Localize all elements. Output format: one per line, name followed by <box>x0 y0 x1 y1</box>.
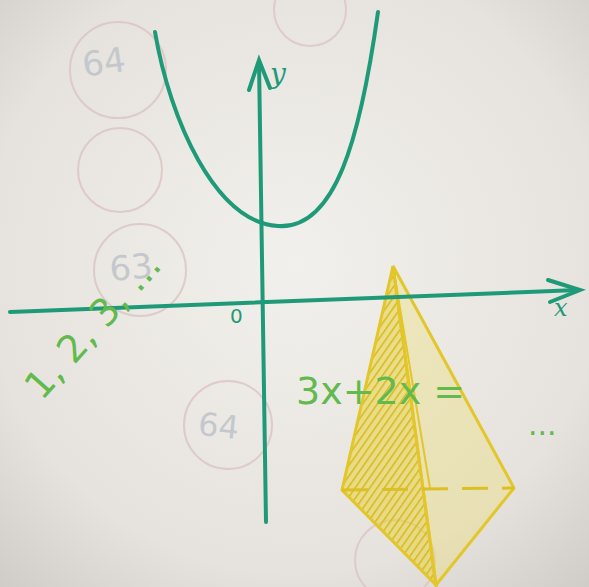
coordinate-axes <box>10 60 580 522</box>
ghost-number: 64 <box>197 408 241 444</box>
axis-label: y <box>270 60 286 88</box>
ghost-number: 64 <box>80 42 128 82</box>
number-sequence: 1, 2, 3, ... <box>18 245 168 405</box>
parabola-curve <box>155 12 378 226</box>
axis-label: x <box>554 296 568 320</box>
pyramid-sketch <box>342 266 514 585</box>
origin-label: 0 <box>230 306 243 326</box>
math-expression: 3x+2x = <box>296 372 465 410</box>
ellipsis-mark: ... <box>528 410 557 440</box>
